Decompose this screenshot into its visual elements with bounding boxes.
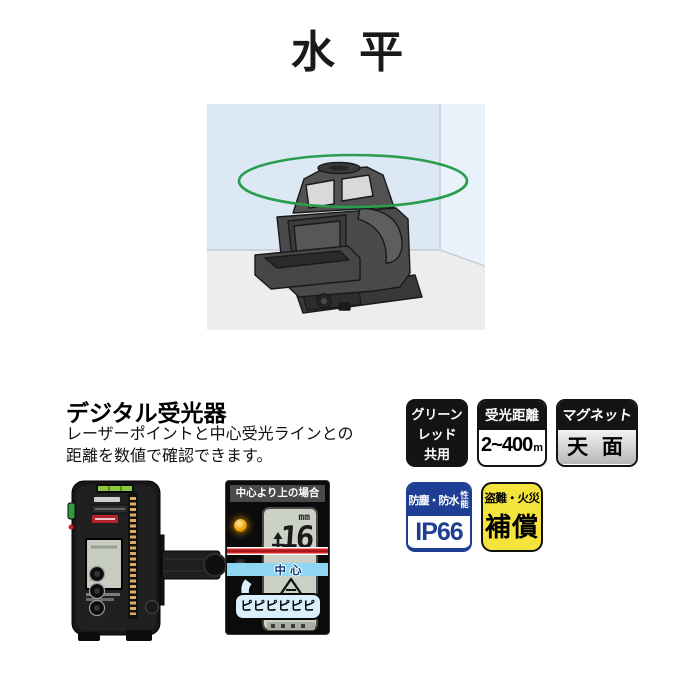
center-label: 中心: [274, 565, 306, 577]
lcd-bottom-bar: [267, 622, 315, 630]
badge-line: 補償: [484, 512, 539, 542]
led-indicator-on: [234, 519, 247, 532]
digital-receiver-photo: [67, 480, 226, 641]
receiver-body: [67, 480, 161, 641]
description-line: 距離を数値で確認できます。: [66, 448, 273, 465]
description-line: レーザーポイントと中心受光ラインとの: [66, 426, 354, 443]
indicator-dot: [68, 524, 74, 530]
ip-value: IP66: [415, 518, 463, 546]
side-button: [67, 502, 76, 520]
closeup-caption: 中心より上の場合: [230, 485, 325, 502]
brand-logo: [94, 497, 120, 502]
laser-level-device: [254, 161, 423, 314]
magnet-value: 天 面: [558, 430, 636, 464]
badge-label: 受光距離: [479, 401, 545, 430]
adjust-knob: [145, 600, 159, 614]
lcd-unit-label: mm: [298, 512, 310, 523]
receiver-buttons: [88, 565, 106, 617]
badge-value-row: 2~400 m: [479, 430, 545, 465]
laser-circle-front: [237, 182, 469, 209]
badge-line: 盗難・火災: [484, 493, 541, 505]
led-strip: [128, 493, 138, 619]
section-heading: デジタル受光器: [66, 400, 227, 426]
beep-speech-bubble: ピピピピピピ: [234, 593, 322, 620]
badge-theft-fire-warranty: 盗難・火災 補償: [481, 482, 543, 552]
laser-level-illustration: [207, 104, 485, 330]
page-title: 水 平: [290, 28, 410, 77]
badge-line: レッド: [417, 426, 457, 442]
badge-label: マグネット: [558, 401, 636, 430]
badge-magnet: マグネット 天 面: [556, 399, 638, 467]
badge-laser-color-common: グリーン レッド 共用: [406, 399, 468, 467]
range-value: 2~400: [481, 434, 533, 456]
badge-ip-rating: 防塵・防水 性能 IP66: [406, 482, 472, 552]
badge-line: グリーン: [411, 406, 463, 422]
range-unit: m: [533, 442, 543, 454]
center-line-band: 中心: [227, 563, 328, 577]
lcd-closeup-panel: 中心より上の場合 mm 16 中心 ピピピピピピ: [225, 480, 330, 635]
red-laser-line: [227, 547, 328, 555]
badge-label: 防塵・防水 性能: [408, 484, 470, 516]
section-description: レーザーポイントと中心受光ラインとの 距離を数値で確認できます。: [66, 424, 354, 468]
badge-line: 共用: [423, 446, 450, 462]
badge-receiving-range: 受光距離 2~400 m: [477, 399, 547, 467]
